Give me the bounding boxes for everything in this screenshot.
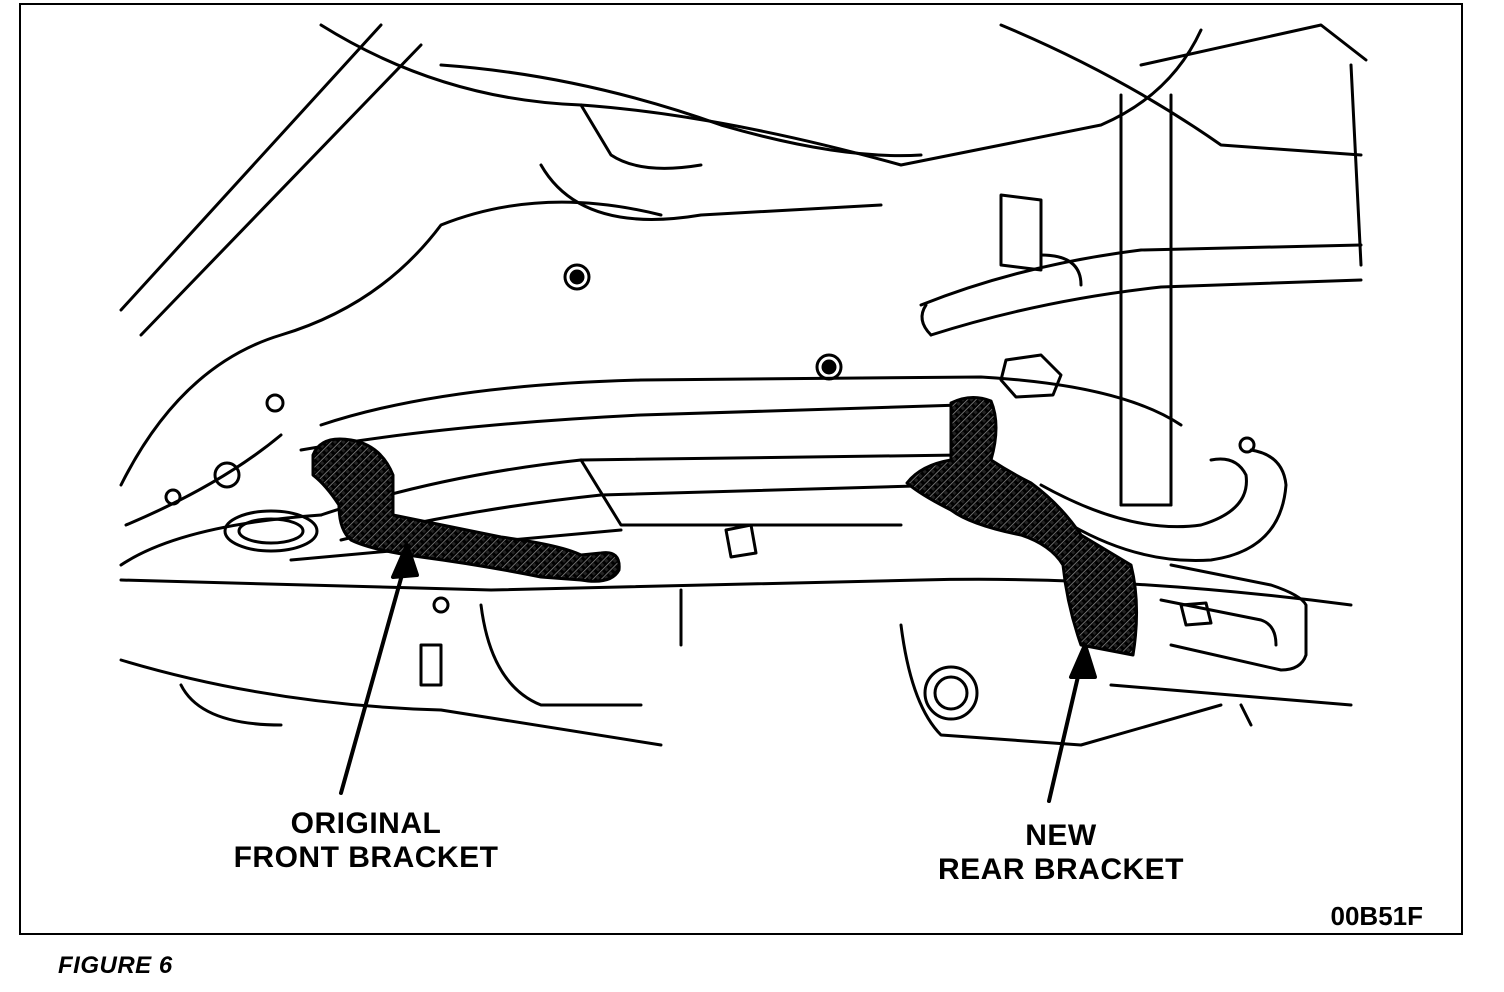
bolt bbox=[1179, 601, 1213, 627]
exhaust-pipe bbox=[1039, 448, 1308, 672]
frame-bolt-inner bbox=[933, 675, 969, 711]
front-bracket-label-line1: ORIGINAL bbox=[290, 807, 442, 840]
bolt bbox=[724, 523, 758, 559]
bolt-hole bbox=[164, 488, 182, 506]
bolt-hole bbox=[815, 353, 843, 381]
bolt-hole bbox=[265, 393, 285, 413]
large-grommet-inner bbox=[237, 517, 305, 545]
vehicle-underbody-drawing bbox=[119, 23, 1368, 803]
upper-control-arm bbox=[919, 193, 1363, 337]
figure-frame: ORIGINAL FRONT BRACKET NEW REAR BRACKET … bbox=[19, 3, 1463, 935]
front-bracket-label-line2: FRONT BRACKET bbox=[233, 841, 499, 874]
figure-caption: FIGURE 6 bbox=[58, 952, 173, 979]
front-bracket-arrowhead bbox=[391, 543, 419, 579]
bolt-hole bbox=[1238, 436, 1256, 454]
bolt bbox=[419, 643, 443, 687]
large-grommet bbox=[223, 509, 319, 553]
bolt-hole bbox=[563, 263, 591, 291]
bolt-hole bbox=[569, 269, 585, 285]
lower-panel-lines bbox=[119, 577, 1353, 747]
rear-bracket-label-line2: REAR BRACKET bbox=[938, 853, 1184, 886]
new-rear-bracket-label: NEW REAR BRACKET bbox=[921, 819, 1201, 887]
frame-bolt-outer bbox=[923, 665, 979, 721]
figure-code: 00B51F bbox=[1330, 901, 1424, 931]
strut-tower bbox=[1119, 93, 1173, 507]
new-rear-bracket bbox=[905, 396, 1139, 657]
rear-bracket-arrowhead bbox=[1069, 643, 1097, 679]
bolt-hole bbox=[821, 359, 837, 375]
bolt-hole bbox=[213, 461, 241, 489]
body-panel-lines bbox=[119, 23, 1368, 527]
fasteners bbox=[164, 263, 1256, 721]
rear-bracket-label-line1: NEW bbox=[1025, 819, 1097, 852]
leader-arrows bbox=[339, 543, 1097, 803]
original-front-bracket-label: ORIGINAL FRONT BRACKET bbox=[211, 807, 521, 875]
rear-bracket-leader bbox=[1047, 653, 1085, 803]
nut bbox=[999, 353, 1063, 399]
bolt-hole bbox=[432, 596, 450, 614]
original-front-bracket bbox=[311, 437, 621, 583]
front-bracket-leader bbox=[339, 555, 409, 795]
